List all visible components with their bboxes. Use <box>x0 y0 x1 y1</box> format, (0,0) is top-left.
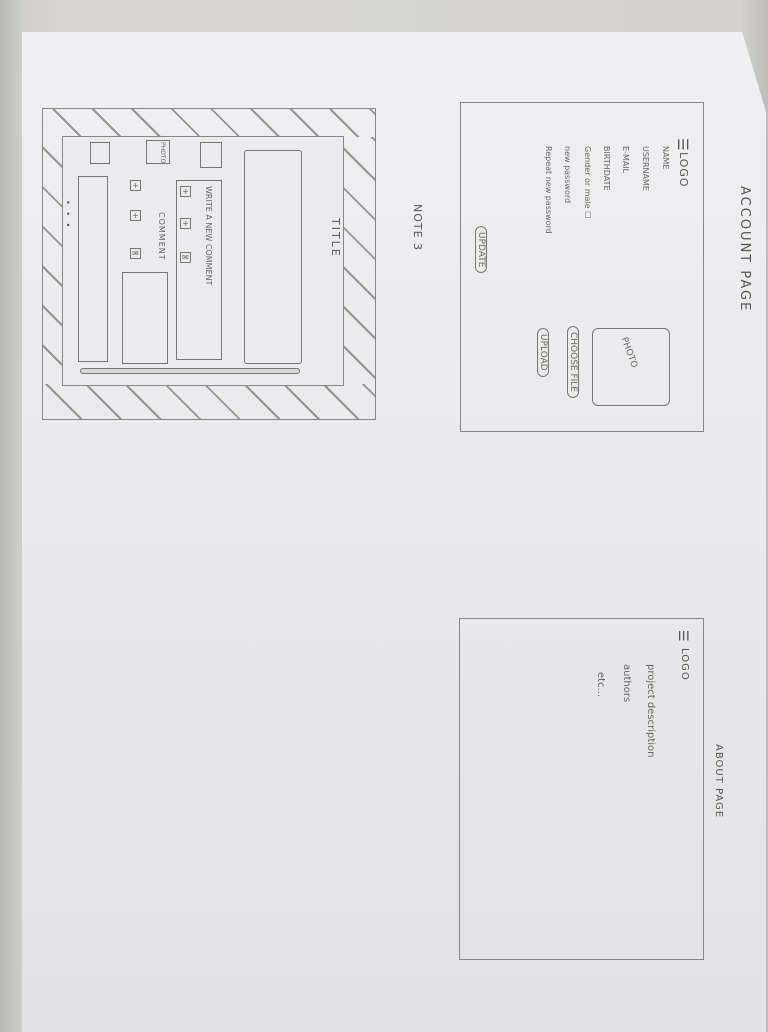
update-button-label: UPDATE <box>475 226 487 274</box>
note-hatched-border-right <box>343 137 375 384</box>
upload-button-label: UPLOAD <box>537 328 549 377</box>
about-description-line-1: project description <box>645 664 656 758</box>
field-gender[interactable]: Gender or male ☐ <box>583 146 592 219</box>
write-comment-label: WRITE A NEW COMMENT <box>204 186 213 286</box>
comment-avatar-1 <box>200 142 222 168</box>
note-content-area <box>244 150 302 364</box>
choose-file-button[interactable]: CHOOSE FILE <box>567 326 586 399</box>
share-icon-2[interactable]: + <box>130 210 141 221</box>
about-page-frame <box>459 618 704 960</box>
note-label: NOTE 3 <box>411 204 424 252</box>
mail-icon-1[interactable]: ✉ <box>180 252 191 263</box>
about-logo: LOGO <box>679 648 690 681</box>
update-button[interactable]: UPDATE <box>475 226 494 274</box>
field-email[interactable]: E-MAIL <box>621 146 630 174</box>
about-description-line-3: etc... <box>595 672 606 698</box>
account-logo: LOGO <box>677 152 690 188</box>
account-page-heading: ACCOUNT PAGE <box>737 186 752 313</box>
field-repeat-password[interactable]: Repeat new password <box>544 146 553 234</box>
field-new-password[interactable]: new password <box>563 146 572 204</box>
account-page-frame <box>460 102 704 432</box>
comment-avatar-2 <box>146 140 170 164</box>
more-comments-ellipsis[interactable]: • • • <box>63 200 72 230</box>
share-icon-1[interactable]: + <box>180 218 191 229</box>
about-page-heading: ABOUT PAGE <box>713 744 724 819</box>
comment-photo-label-2: PHOTO <box>159 142 166 164</box>
account-hamburger-icon: ☰ <box>674 138 690 151</box>
comment-box-1[interactable] <box>176 180 222 360</box>
note-title: TITLE <box>329 218 342 258</box>
like-icon-1[interactable]: + <box>180 186 191 197</box>
field-birthdate[interactable]: BIRTHDATE <box>602 146 611 191</box>
comment-box-3[interactable] <box>78 176 108 362</box>
note-hatched-border-bottom <box>43 384 375 419</box>
note-hatched-border-left <box>43 137 63 384</box>
note-outer-frame <box>42 108 376 420</box>
note-scrollbar[interactable] <box>80 368 300 374</box>
comment-label: COMMENT <box>157 212 166 261</box>
choose-file-button-label: CHOOSE FILE <box>567 326 579 399</box>
note-hatched-border-top <box>43 109 375 137</box>
note-inner-panel <box>62 136 344 386</box>
photo-placeholder <box>592 328 670 406</box>
like-icon-2[interactable]: + <box>130 180 141 191</box>
comment-box-2[interactable] <box>122 272 168 364</box>
about-hamburger-icon: ☰ <box>675 630 690 642</box>
upload-button[interactable]: UPLOAD <box>537 328 556 377</box>
field-name[interactable]: NAME <box>661 146 670 170</box>
field-username[interactable]: USERNAME <box>641 146 650 191</box>
comment-avatar-3 <box>90 142 110 164</box>
mail-icon-2[interactable]: ✉ <box>130 248 141 259</box>
about-description-line-2: authors <box>621 664 632 703</box>
